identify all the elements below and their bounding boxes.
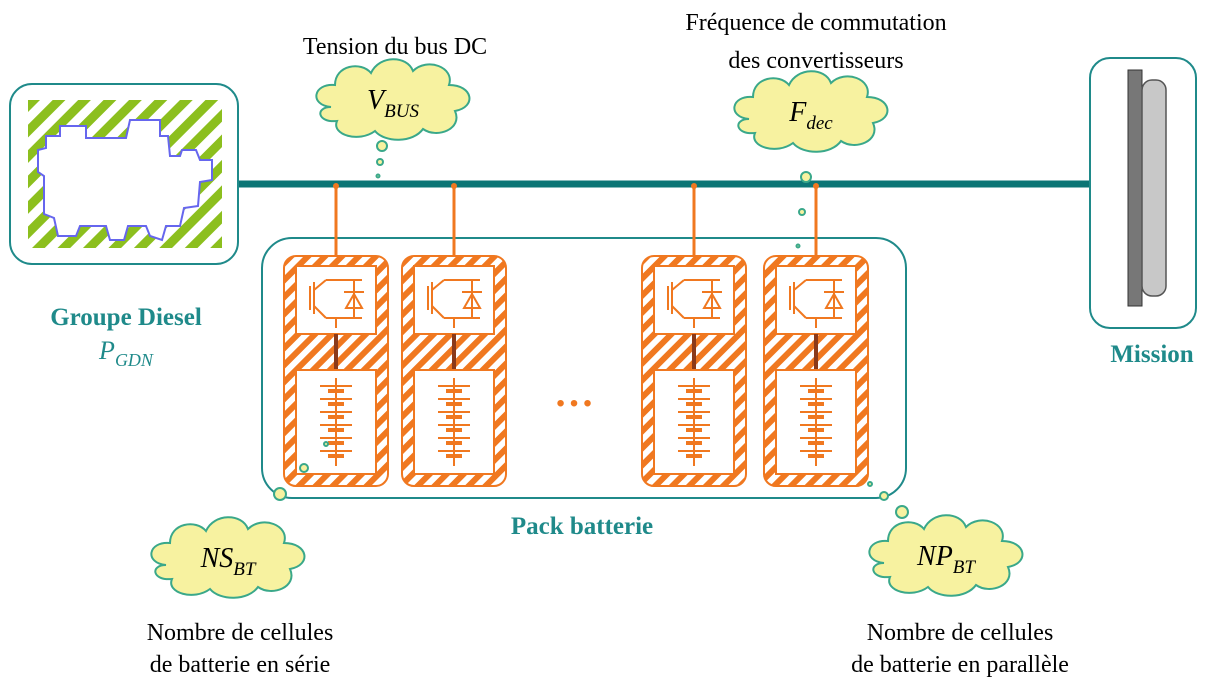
bus-node (813, 183, 819, 189)
diesel-generator (9, 83, 239, 265)
vbus-bubbles (375, 140, 388, 179)
cell-stack-icon (678, 378, 710, 466)
igbt-diode-icon (667, 279, 722, 328)
diode-triangle (344, 291, 364, 309)
bus-voltage-label: Tension du bus DC (303, 34, 487, 60)
diode-triangle (462, 291, 482, 309)
pack-label: Pack batterie (511, 513, 653, 540)
ellipsis-dots: … (554, 370, 594, 415)
nsbt-cloud: NSBT (150, 516, 306, 599)
svg-text:VBUS: VBUS (367, 85, 419, 122)
diode-triangle (702, 291, 722, 309)
bus-node (333, 183, 339, 189)
mission-icon (1127, 69, 1143, 307)
np-caption-line2: de batterie en parallèle (851, 652, 1069, 678)
diode-triangle (824, 291, 844, 309)
bus-node (451, 183, 457, 189)
mission-label: Mission (1110, 341, 1193, 368)
battery-modules (283, 183, 869, 487)
svg-text:NPBT: NPBT (916, 541, 976, 578)
battery-pack-outline (261, 237, 907, 499)
diesel-power: PGDN (98, 336, 154, 370)
igbt-diode-icon (309, 279, 364, 328)
igbt-diode-icon (427, 279, 482, 328)
cell-stack-icon (320, 378, 352, 466)
igbt-diode-icon (789, 279, 844, 328)
nsbt-bubbles (273, 441, 329, 501)
battery-module-1 (283, 183, 389, 487)
igbt-collector (313, 279, 327, 291)
igbt-collector (431, 279, 445, 291)
npbt-cloud: NPBT (868, 514, 1024, 597)
switching-freq-line2: des convertisseurs (728, 48, 903, 74)
igbt-collector (793, 279, 807, 291)
switching-freq-line1: Fréquence de commutation (685, 10, 946, 36)
engine-icon (37, 119, 213, 242)
ns-caption-line2: de batterie en série (150, 652, 331, 678)
igbt-emitter (671, 305, 685, 319)
cell-stack-icon (438, 378, 470, 466)
bus-node (691, 183, 697, 189)
fdec-cloud: Fdec (733, 70, 889, 153)
vbus-cloud: VBUS (315, 58, 471, 141)
battery-module-3 (641, 183, 747, 487)
svg-text:Fdec: Fdec (788, 97, 833, 134)
igbt-emitter (431, 305, 445, 319)
svg-text:NSBT: NSBT (200, 543, 257, 580)
fdec-bubbles (795, 171, 812, 249)
battery-module-4 (763, 183, 869, 487)
ns-caption-line1: Nombre de cellules (147, 620, 334, 646)
igbt-emitter (313, 305, 327, 319)
igbt-collector (671, 279, 685, 291)
igbt-emitter (793, 305, 807, 319)
np-caption-line1: Nombre de cellules (867, 620, 1054, 646)
mission-block (1089, 57, 1197, 329)
npbt-bubbles (867, 481, 909, 519)
battery-module-2 (401, 183, 507, 487)
diesel-label: Groupe Diesel (50, 304, 202, 331)
cell-stack-icon (800, 378, 832, 466)
